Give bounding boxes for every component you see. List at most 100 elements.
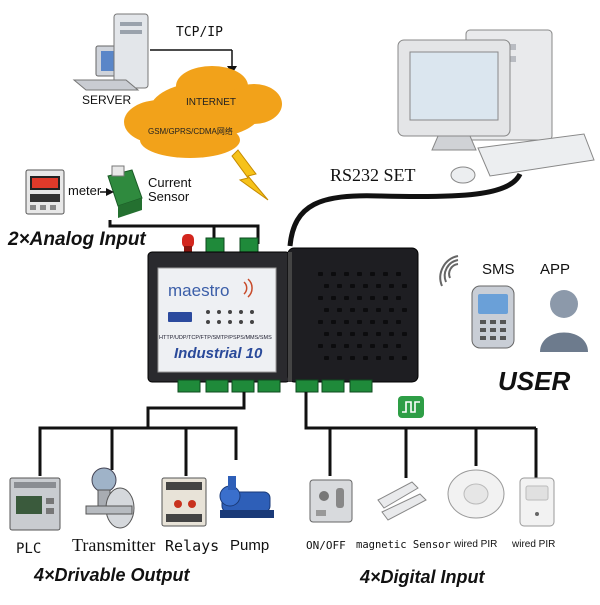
vent-hole <box>396 272 401 276</box>
internet-label: INTERNET <box>186 97 236 108</box>
vent-hole <box>389 332 394 336</box>
vent-hole <box>318 272 323 276</box>
vent-hole <box>357 296 362 300</box>
vent-hole <box>376 356 381 360</box>
vent-hole <box>383 272 388 276</box>
app-label: APP <box>540 261 571 278</box>
vent-hole <box>337 308 342 312</box>
wifi-signal-icon <box>439 255 459 287</box>
relays-device-icon <box>161 477 207 527</box>
vent-hole <box>383 296 388 300</box>
vent-hole <box>324 308 329 312</box>
meter-label: meter <box>68 183 102 198</box>
vent-hole <box>370 272 375 276</box>
vent-hole <box>396 296 401 300</box>
vent-hole <box>396 344 401 348</box>
inputs-title: 4×Digital Input <box>360 567 485 587</box>
vent-hole <box>370 296 375 300</box>
vent-hole <box>357 320 362 324</box>
analog-terminal-blocks <box>205 237 259 253</box>
vent-hole <box>344 344 349 348</box>
vent-hole <box>376 308 381 312</box>
input-label-on-off: ON/OFF <box>306 539 346 552</box>
vent-hole <box>324 356 329 360</box>
pump-device-icon <box>219 476 274 518</box>
outputs-title: 4×Drivable Output <box>34 565 190 585</box>
meter-device-icon <box>25 169 65 215</box>
pc-computer-icon <box>397 29 595 184</box>
input-label-magnetic-sensor: magnetic Sensor <box>356 539 451 551</box>
output-terminal-blocks <box>177 379 281 393</box>
rs232-label: RS232 SET <box>330 165 416 185</box>
input-bus <box>304 392 538 478</box>
vent-hole <box>350 308 355 312</box>
output-label-transmitter: Transmitter <box>72 535 156 555</box>
vent-hole <box>318 296 323 300</box>
vent-hole <box>318 344 323 348</box>
output-bus <box>38 392 246 476</box>
vent-hole <box>383 320 388 324</box>
vent-hole <box>363 284 368 288</box>
current-sensor-icon <box>107 165 143 218</box>
vent-hole <box>318 320 323 324</box>
vent-hole <box>402 308 407 312</box>
server-label: SERVER <box>82 93 132 107</box>
wired-pir-ceiling-icon <box>447 469 505 519</box>
vent-hole <box>402 284 407 288</box>
vent-hole <box>337 332 342 336</box>
wired-pir-wall-icon <box>519 477 555 527</box>
current-sensor-label: Current Sensor <box>148 175 192 205</box>
user-label: USER <box>498 366 571 396</box>
rs232-cable <box>287 172 523 247</box>
sms-label: SMS <box>482 261 515 278</box>
vent-hole <box>363 308 368 312</box>
vent-hole <box>370 320 375 324</box>
vent-hole <box>350 332 355 336</box>
vent-hole <box>331 272 336 276</box>
vent-hole <box>389 284 394 288</box>
vent-hole <box>350 284 355 288</box>
vent-hole <box>350 356 355 360</box>
output-label-pump: Pump <box>230 537 270 554</box>
tcpip-label: TCP/IP <box>176 25 223 40</box>
output-label-relays: Relays <box>165 537 220 555</box>
input-terminal-blocks <box>295 379 373 393</box>
vent-hole <box>337 284 342 288</box>
antenna-icon <box>182 234 194 252</box>
vent-hole <box>344 320 349 324</box>
vent-hole <box>324 284 329 288</box>
vent-hole <box>376 284 381 288</box>
vent-hole <box>357 272 362 276</box>
lightning-bolt-icon <box>231 149 269 201</box>
internet-cloud-icon <box>124 66 282 158</box>
device-brand: maestro <box>168 281 230 300</box>
vent-hole <box>402 332 407 336</box>
analog-input-title: 2×Analog Input <box>8 229 146 250</box>
vent-hole <box>337 356 342 360</box>
vent-hole <box>344 296 349 300</box>
network-label: GSM/GPRS/CDMA网络 <box>148 127 233 136</box>
vent-hole <box>383 344 388 348</box>
device-model: Industrial 10 <box>174 345 263 362</box>
user-avatar-icon <box>540 290 588 352</box>
vent-hole <box>389 356 394 360</box>
vent-hole <box>331 320 336 324</box>
magnetic-sensor-icon <box>377 481 427 521</box>
vent-hole <box>376 332 381 336</box>
input-label-pir-2: wired PIR <box>512 539 556 550</box>
vent-hole <box>363 356 368 360</box>
plc-device-icon <box>9 477 61 531</box>
meter-arrow-head <box>106 188 114 196</box>
device-leds <box>206 310 254 324</box>
pulse-signal-icon <box>398 396 424 418</box>
vent-hole <box>370 344 375 348</box>
vent-hole <box>363 332 368 336</box>
vent-hole <box>389 308 394 312</box>
vent-hole <box>402 356 407 360</box>
vent-hole <box>357 344 362 348</box>
output-label-plc: PLC <box>16 541 42 557</box>
input-label-pir-1: wired PIR <box>454 539 498 550</box>
vent-hole <box>331 296 336 300</box>
